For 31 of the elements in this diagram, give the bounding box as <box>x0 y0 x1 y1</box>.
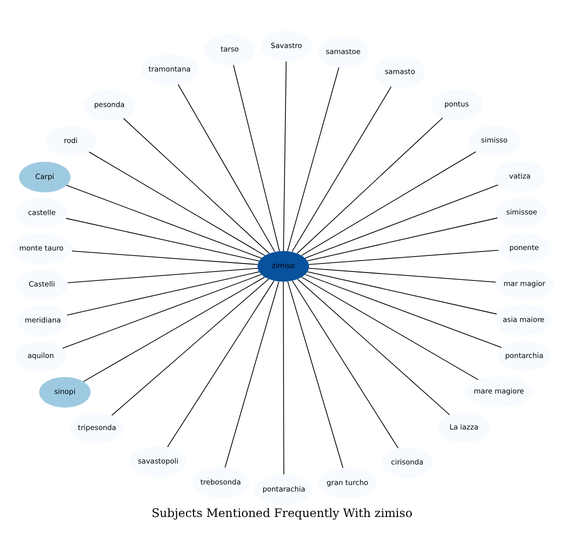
connector <box>308 250 499 265</box>
connector <box>111 278 270 416</box>
connector <box>307 271 498 314</box>
connector <box>301 276 479 380</box>
connector <box>67 268 258 284</box>
connector <box>233 64 280 252</box>
connector <box>296 117 444 254</box>
connector <box>66 184 262 259</box>
connector <box>287 67 340 252</box>
connector <box>224 281 280 468</box>
connector <box>307 218 498 262</box>
connector <box>287 281 344 468</box>
connector <box>304 184 498 258</box>
connector <box>72 250 258 265</box>
connector <box>123 118 270 254</box>
connector <box>178 84 276 252</box>
connector <box>283 61 287 252</box>
connector <box>292 280 398 448</box>
connector <box>292 86 392 252</box>
connector <box>88 152 266 256</box>
connector <box>297 278 450 416</box>
connector <box>308 268 496 282</box>
connector <box>304 274 502 348</box>
connector <box>62 274 262 349</box>
connector <box>66 271 260 316</box>
connector <box>167 280 274 448</box>
connector <box>66 218 260 262</box>
connector <box>301 151 476 256</box>
connector <box>83 276 266 382</box>
diagram-title: Subjects Mentioned Frequently With zimiso <box>152 506 412 520</box>
connector <box>282 281 284 475</box>
